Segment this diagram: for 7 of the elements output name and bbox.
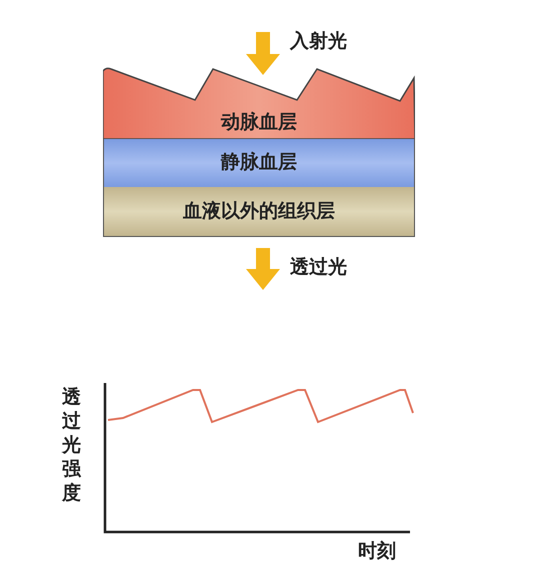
tissue-layer: 血液以外的组织层 [103, 187, 415, 237]
light-label: 入射光 [290, 29, 347, 54]
axis-label: 时刻 [358, 539, 396, 564]
venous-layer: 静脉血层 [103, 139, 415, 187]
arterial-layer: 动脉血层 [103, 65, 415, 139]
axis-label: 透过光强度 [61, 385, 82, 505]
light-label: 透过光 [290, 255, 347, 280]
